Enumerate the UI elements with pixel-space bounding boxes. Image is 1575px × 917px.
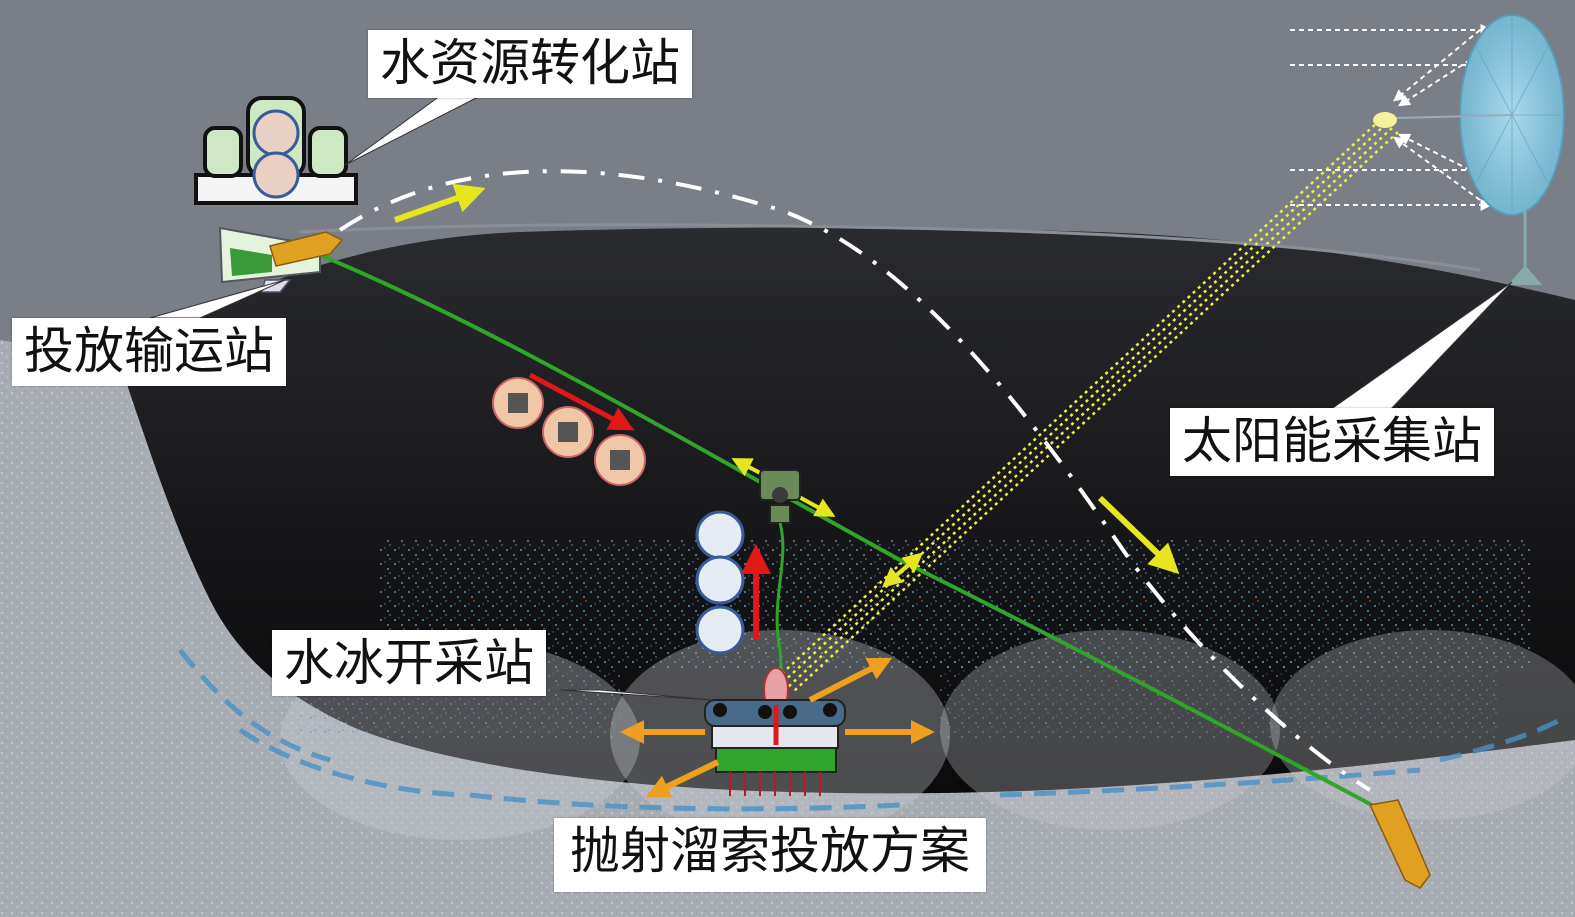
solar-collector-dish-icon xyxy=(1373,14,1565,285)
payload-motion-arrow xyxy=(528,372,635,431)
water-conversion-station-icon xyxy=(194,96,358,205)
landed-projectile-icon xyxy=(1368,799,1431,889)
crater-rim xyxy=(299,223,1481,272)
launch-transport-station-label: 投放输运站 xyxy=(12,318,286,386)
solar-collection-station-label: 太阳能采集站 xyxy=(1170,408,1494,476)
ice-mining-station-label: 水冰开采站 xyxy=(272,630,546,696)
ice-mining-rover-icon xyxy=(704,667,846,796)
solar-energy-beam xyxy=(774,119,1399,693)
ice-payload-pod-icon xyxy=(492,377,646,486)
scheme-title: 抛射溜索投放方案 xyxy=(554,818,986,892)
sunlight-rays xyxy=(1290,24,1493,211)
water-conversion-station-label: 水资源转化站 xyxy=(368,30,692,98)
projectile-icon xyxy=(269,231,344,267)
callout-pointers xyxy=(149,95,1513,701)
zipline-cable xyxy=(319,253,1386,814)
ice-layer-streaks xyxy=(178,648,1562,812)
mining-expansion-arrows xyxy=(620,657,935,798)
cable-trolley-icon xyxy=(759,469,801,681)
lifting-pods xyxy=(695,510,745,655)
